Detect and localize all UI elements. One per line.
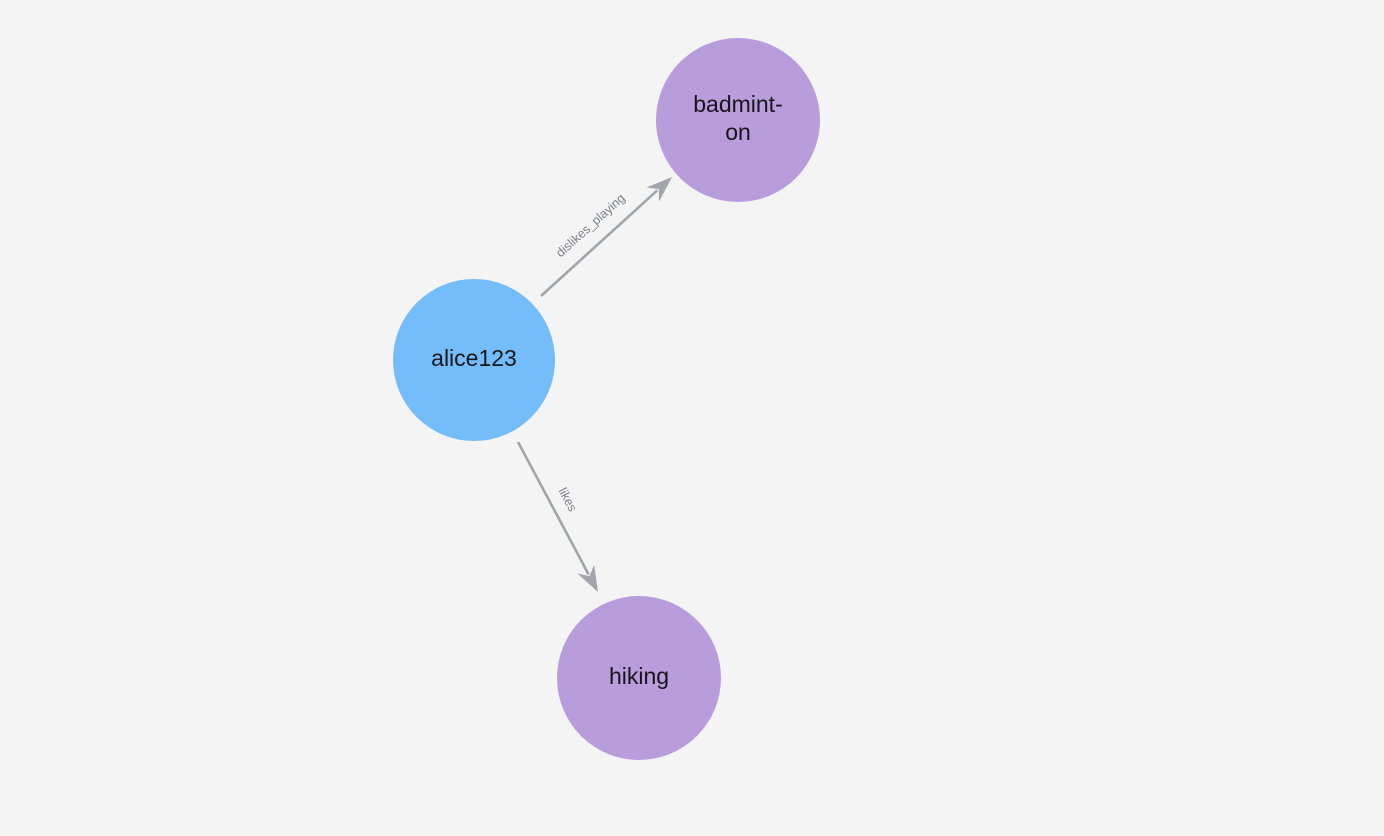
edge-arrowhead-icon — [577, 564, 598, 592]
graph-node-alice123[interactable]: alice123 — [393, 279, 555, 441]
node-circle[interactable] — [557, 596, 721, 760]
graph-node-badminton[interactable]: badmint-on — [656, 38, 820, 202]
edge-line — [540, 189, 659, 297]
node-circle[interactable] — [393, 279, 555, 441]
node-circle[interactable] — [656, 38, 820, 202]
edge-line — [516, 441, 590, 575]
edge-arrowhead-icon — [646, 177, 672, 202]
graph-node-hiking[interactable]: hiking — [557, 596, 721, 760]
